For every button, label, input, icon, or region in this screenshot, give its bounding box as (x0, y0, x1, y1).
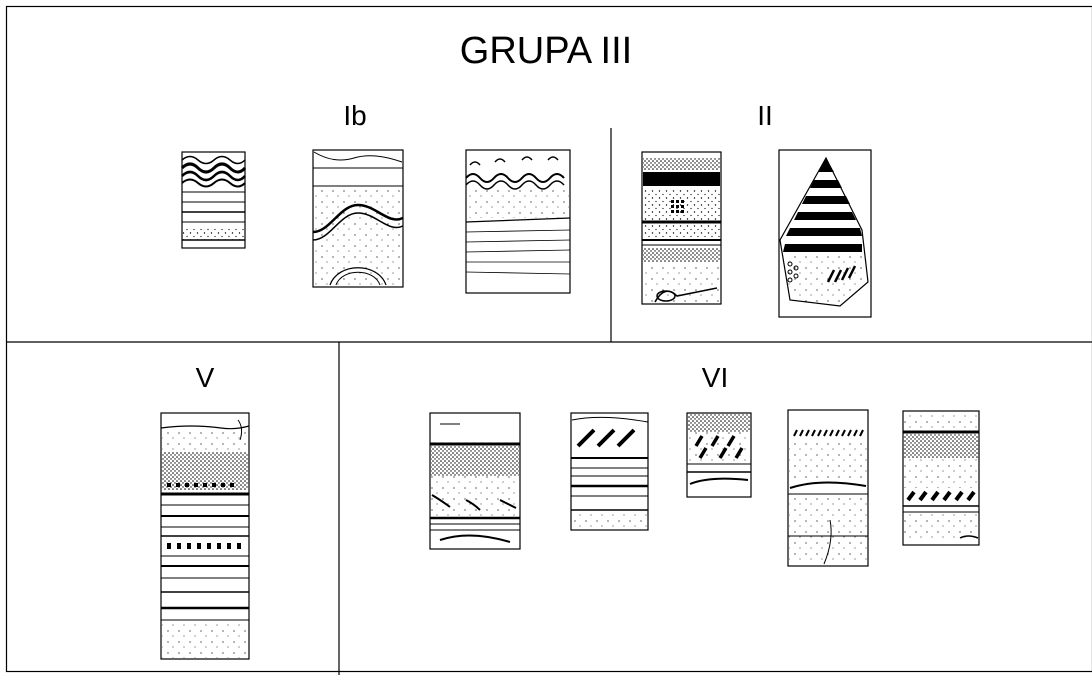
sherd-ii-2 (778, 149, 872, 318)
sherd-v-1 (160, 412, 250, 660)
group-label-ii: II (757, 100, 773, 131)
sherd-ii-1 (641, 151, 722, 305)
sherd-vi-3 (686, 412, 752, 498)
sherd-vi-2 (570, 412, 649, 531)
plate-frame (5, 5, 1092, 675)
sherd-ib-1 (180, 151, 247, 249)
sherd-ib-2 (312, 149, 404, 288)
plate-title: GRUPA III (459, 30, 633, 72)
sherd-vi-1 (429, 412, 521, 550)
sherd-ib-3 (465, 149, 571, 294)
group-label-vi: VI (701, 362, 729, 393)
group-label-ib: Ib (343, 100, 367, 131)
sherd-vi-4 (787, 409, 869, 567)
group-label-v: V (195, 362, 215, 393)
sherd-vi-5 (902, 410, 980, 546)
